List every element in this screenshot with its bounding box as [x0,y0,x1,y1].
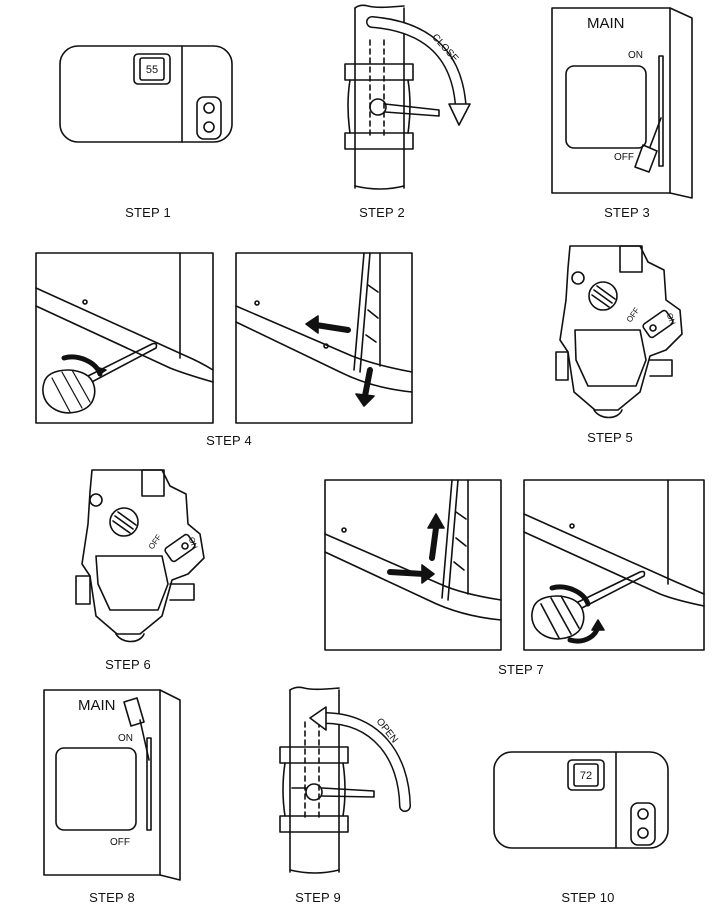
step7-panel-install [324,479,705,651]
switch-on-label-step8: ON [118,733,133,744]
step-1-caption: STEP 1 [125,205,171,220]
step-8-caption: STEP 8 [89,890,135,905]
step-6-caption: STEP 6 [105,657,151,672]
step1-thermostat: 55 [59,45,233,143]
switch-title-step8: MAIN [78,697,116,714]
step6-gas-control: OFF ON [75,469,205,643]
step-4-caption: STEP 4 [206,433,252,448]
thermostat-display-after: 72 [580,770,592,782]
step-2-caption: STEP 2 [359,205,405,220]
step-9-caption: STEP 9 [295,890,341,905]
gas-control-on-label-step6: ON [187,536,200,551]
switch-title-step3: MAIN [587,15,625,32]
step-10-caption: STEP 10 [561,890,615,905]
step10-thermostat: 72 [493,751,669,849]
step8-main-switch: MAIN ON OFF [43,689,181,881]
gas-control-on-label-step5: ON [665,312,678,327]
thermostat-display-before: 55 [146,64,158,76]
step9-gas-valve: OPEN [279,686,411,874]
step3-main-switch: MAIN ON OFF [551,7,693,199]
gas-control-off-label-step6: OFF [147,533,164,551]
gas-control-off-label-step5: OFF [625,306,642,324]
switch-on-label-step3: ON [628,50,643,61]
step-7-caption: STEP 7 [498,662,544,677]
step-3-caption: STEP 3 [604,205,650,220]
switch-off-label-step3: OFF [614,152,634,163]
step5-gas-control: OFF ON [555,245,683,419]
step-5-caption: STEP 5 [587,430,633,445]
step4-panel-removal [35,252,413,424]
switch-off-label-step8: OFF [110,837,130,848]
step2-gas-valve: CLOSE [344,4,471,190]
